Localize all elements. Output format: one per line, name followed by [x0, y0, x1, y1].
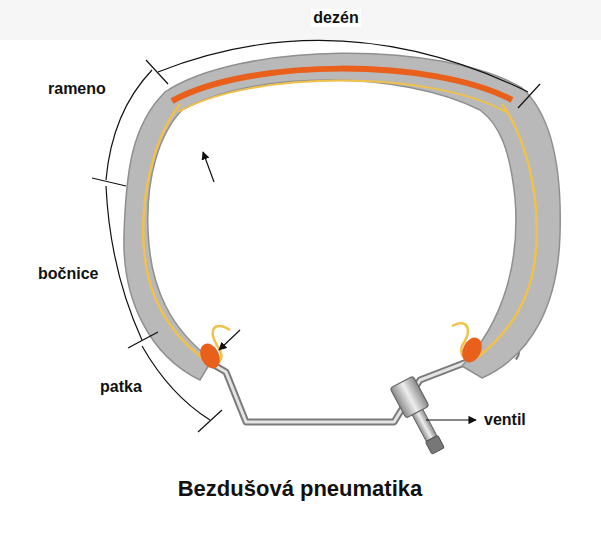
part-label: patka: [98, 378, 144, 396]
top-band: [0, 0, 601, 40]
steel-belt: [172, 69, 512, 101]
tire-body: [124, 53, 560, 380]
valve: [390, 376, 450, 457]
bead-core: [458, 334, 485, 365]
ply-crown: [178, 81, 506, 113]
ply-left: [143, 104, 230, 363]
bead-core: [196, 340, 223, 371]
dimension-lines: [92, 40, 540, 432]
diagram-title: Bezdušová pneumatika: [178, 476, 423, 502]
part-label: rameno: [46, 80, 108, 98]
part-label: bočnice: [36, 265, 100, 283]
part-label: ventil: [482, 411, 528, 429]
ply-right: [452, 104, 537, 359]
tread-grooves: [213, 41, 460, 68]
part-label: dezén: [311, 9, 360, 27]
